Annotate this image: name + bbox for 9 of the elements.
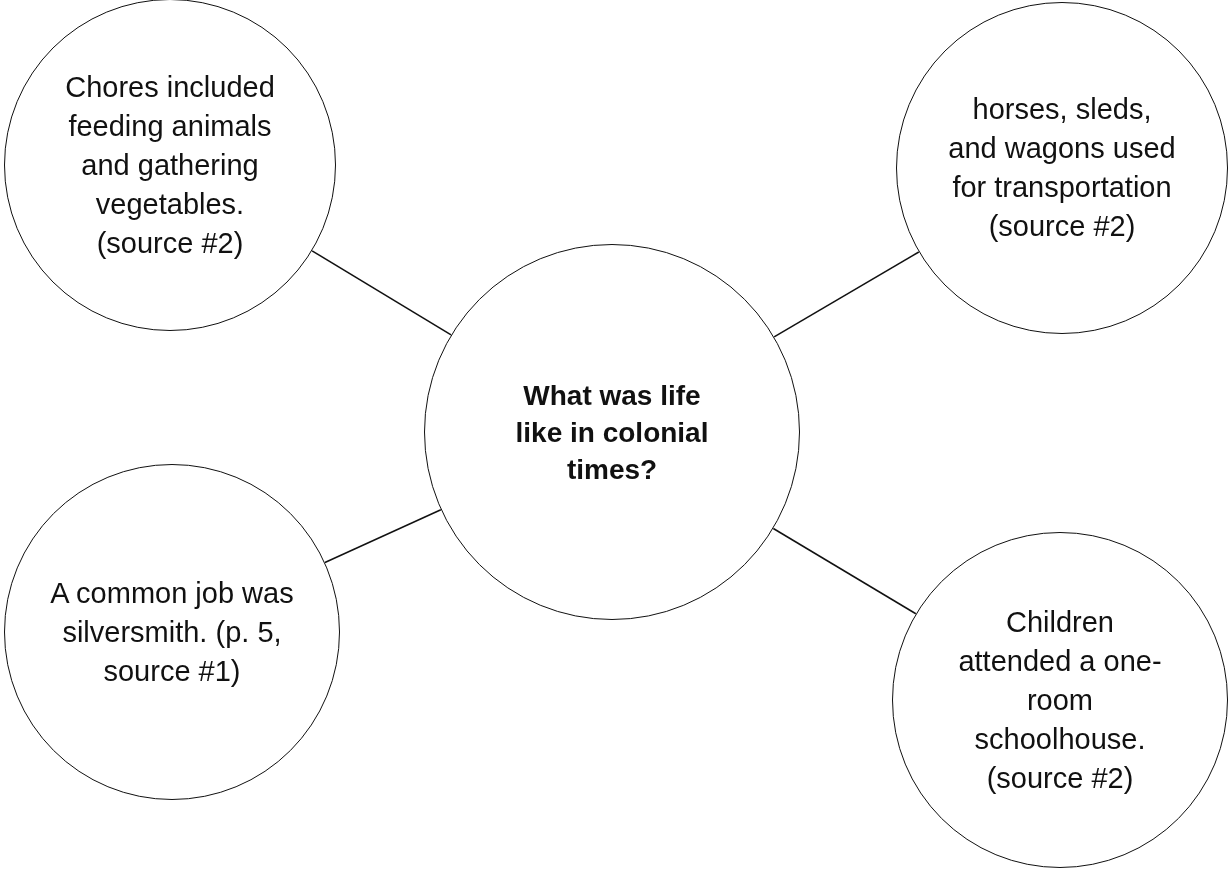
connector-line xyxy=(772,527,917,615)
connector-line xyxy=(311,250,452,336)
detail-text: A common job was silversmith. (p. 5, source #1) xyxy=(49,575,295,689)
detail-text: Chores included feeding animals and gathering vegetables. (source #2) xyxy=(64,69,276,261)
question-text: What was life like in colonial times? xyxy=(514,378,710,487)
connector-line xyxy=(773,251,920,338)
detail-text: Children attended a one-room schoolhouse. (source #2) xyxy=(957,604,1163,796)
detail-text: horses, sleds, and wagons used for transportation (source #2) xyxy=(947,92,1177,244)
connector-line xyxy=(324,509,442,564)
